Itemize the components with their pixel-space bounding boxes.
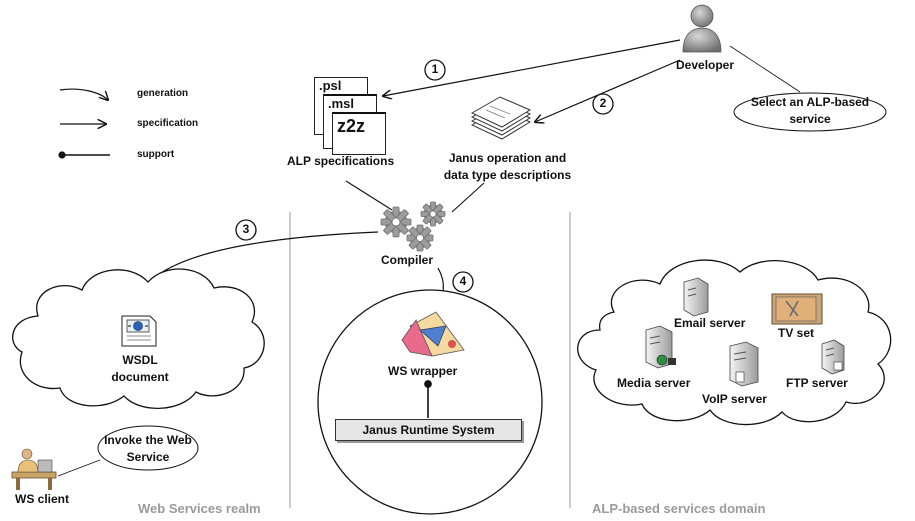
psl-label: .psl	[319, 78, 342, 93]
developer-to-service-line	[729, 45, 801, 93]
invoke-line-2: Service	[126, 450, 170, 464]
wsdl-line-1: WSDL	[122, 353, 158, 367]
ws-client-label: WS client	[15, 492, 70, 506]
media-server-label: Media server	[617, 376, 691, 390]
select-service-ellipse	[733, 92, 887, 132]
step-1-label: 1	[431, 62, 439, 76]
z2z-label: z2z	[337, 116, 366, 136]
step-1-circle	[424, 59, 446, 81]
legend-specification-label: specification	[137, 118, 199, 129]
wsdl-line-2: document	[111, 370, 169, 384]
web-document-icon	[121, 315, 157, 347]
invoke-line-1: Invoke the Web	[104, 433, 192, 447]
legend-support-label: support	[137, 149, 175, 160]
msl-label: .msl	[328, 96, 355, 111]
janus-descriptions-line-1: Janus operation and	[448, 151, 567, 165]
email-server-icon	[683, 277, 709, 317]
alp-domain-label: ALP-based services domain	[592, 501, 766, 516]
janus-to-compiler-line	[451, 182, 485, 213]
tv-set-label: TV set	[778, 326, 815, 340]
janus-descriptions-label: Janus operation and data type descriptio…	[420, 150, 595, 184]
janus-descriptions-line-2: data type descriptions	[443, 168, 572, 182]
step-3-circle	[235, 219, 257, 241]
component-icon	[401, 311, 465, 357]
developer-icon	[682, 4, 722, 53]
legend-generation-arrow	[59, 88, 108, 100]
janus-runtime-circle	[317, 289, 543, 515]
select-service-label: Select an ALP-based service	[742, 94, 878, 128]
document-stack-icon	[470, 96, 532, 140]
z2z-file-icon: z2z	[332, 112, 386, 155]
ftp-server-icon	[821, 339, 845, 375]
television-icon	[771, 293, 823, 325]
ws-wrapper-label: WS wrapper	[388, 364, 458, 378]
arrow-developer-to-janus	[535, 59, 681, 122]
gears-icon	[380, 201, 446, 252]
step-3-label: 3	[242, 222, 250, 236]
voip-server-label: VoIP server	[702, 392, 767, 406]
voip-server-icon	[729, 341, 759, 387]
select-service-line-1: Select an ALP-based	[750, 95, 870, 109]
email-server-label: Email server	[674, 316, 746, 330]
alp-specifications-label: ALP specifications	[287, 154, 395, 168]
user-at-computer-icon	[11, 448, 57, 490]
select-service-line-2: service	[789, 112, 831, 126]
step-4-label: 4	[459, 274, 467, 288]
janus-runtime-box: Janus Runtime System	[335, 419, 522, 441]
ftp-server-label: FTP server	[786, 376, 848, 390]
step-4-circle	[452, 271, 474, 293]
specs-to-compiler-line	[345, 180, 393, 211]
legend-generation-label: generation	[137, 88, 189, 99]
client-to-invoke-line	[57, 459, 101, 477]
invoke-service-label: Invoke the Web Service	[100, 432, 196, 466]
arrow-developer-to-specs	[383, 39, 681, 96]
step-2-label: 2	[599, 96, 607, 110]
wsdl-document-label: WSDL document	[100, 352, 180, 386]
web-services-realm-label: Web Services realm	[138, 501, 261, 516]
developer-label: Developer	[676, 58, 735, 72]
step-2-circle	[592, 93, 614, 115]
invoke-service-ellipse	[97, 425, 199, 471]
media-server-icon	[645, 325, 676, 369]
compiler-label: Compiler	[381, 253, 434, 267]
